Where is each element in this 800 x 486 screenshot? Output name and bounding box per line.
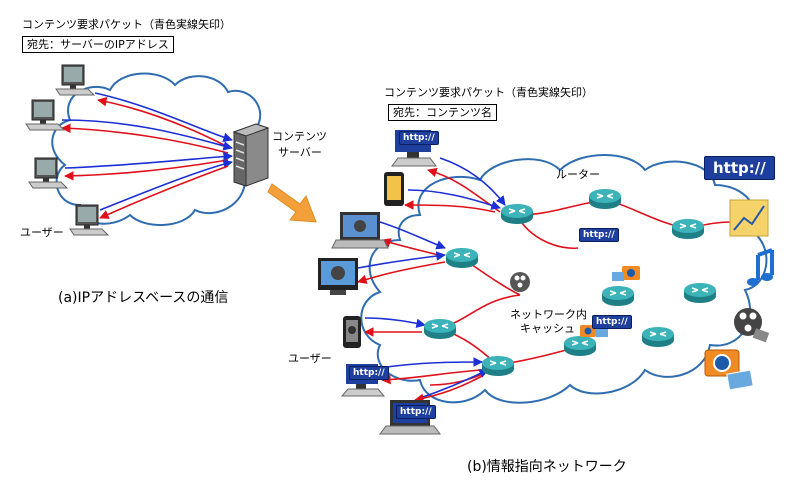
router-label: ルーター [556, 168, 600, 181]
http-badge: http:// [579, 228, 619, 242]
router-icon [481, 355, 515, 377]
cache-label: キャッシュ [520, 322, 575, 335]
router-icon [445, 247, 479, 269]
smartphone-icon [343, 316, 361, 348]
monitor-icon [318, 258, 358, 295]
user-label-b: ユーザー [288, 352, 332, 365]
cache-label: ネットワーク内 [510, 308, 587, 321]
music-note-icon [747, 248, 774, 286]
packet-label-a: コンテンツ要求パケット（青色実線矢印） [22, 18, 231, 31]
arrows-a [61, 92, 233, 219]
router-icon [671, 218, 705, 240]
destination-label-b: 宛先：コンテンツ名 [388, 104, 497, 121]
server-label: サーバー [278, 146, 322, 159]
user-label-a: ユーザー [20, 226, 64, 239]
caption-b: (b)情報指向ネットワーク [467, 459, 627, 475]
user-pc-1-icon [55, 64, 95, 96]
http-badge: http:// [399, 131, 439, 145]
http-badge: http:// [349, 366, 389, 380]
router-icon [641, 326, 675, 348]
arrows-b [357, 157, 506, 404]
camera-icon [704, 349, 754, 391]
packet-label-b: コンテンツ要求パケット（青色実線矢印） [384, 86, 593, 99]
destination-label-a: 宛先：サーバーのIPアドレス [22, 36, 174, 53]
router-icon [563, 335, 597, 357]
router-icon [601, 285, 635, 307]
chart-icon [729, 199, 769, 237]
router-icon [588, 188, 622, 210]
router-icon [423, 318, 457, 340]
caption-a: (a)IPアドレスベースの通信 [58, 290, 229, 306]
smartphone-icon [384, 172, 404, 206]
transition-arrow [267, 183, 317, 223]
server-icon [232, 123, 270, 187]
http-badge: http:// [704, 156, 775, 180]
laptop-icon [331, 212, 389, 249]
user-pc-2-icon [25, 99, 65, 131]
server-label: コンテンツ [272, 130, 327, 143]
router-icon [683, 282, 717, 304]
router-icon [500, 203, 534, 225]
camera-icon [612, 266, 640, 281]
http-badge: http:// [592, 315, 632, 329]
http-badge: http:// [396, 405, 436, 419]
film-reel-icon [734, 308, 770, 343]
film-reel-icon [510, 272, 530, 292]
